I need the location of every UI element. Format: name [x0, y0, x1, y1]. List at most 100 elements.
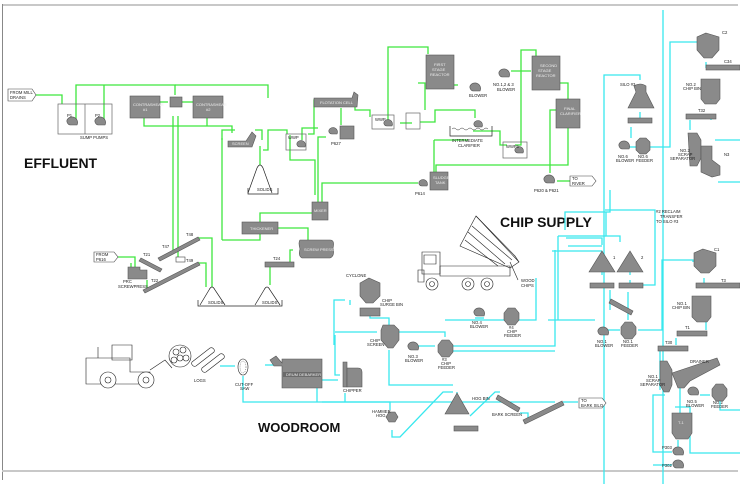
no1-blower: NO.1 BLOWER: [595, 326, 613, 348]
no1-chip-bin: NO.1 CHIP BIN: [672, 295, 712, 323]
sump-pump-p2-icon: [94, 116, 106, 126]
svg-text:REACTOR: REACTOR: [430, 72, 450, 77]
flow-line: [36, 94, 63, 104]
flow-line: [445, 278, 537, 321]
flow-line: [321, 182, 418, 205]
flow-line: [278, 227, 309, 245]
flow-line: [75, 84, 176, 125]
svg-text:WWP1: WWP1: [506, 144, 520, 149]
svg-text:T47: T47: [162, 244, 170, 249]
conveyor-c34: C34: [705, 59, 740, 71]
solids-pile-2: SOLIDS: [197, 286, 283, 307]
svg-text:SILO #3: SILO #3: [620, 82, 636, 87]
flow-line: [605, 212, 621, 242]
svg-text:CHIP: CHIP: [441, 361, 451, 366]
no4-blower: NO.4 BLOWER: [470, 307, 488, 329]
flow-line: [143, 118, 233, 133]
svg-text:REACTOR: REACTOR: [536, 73, 556, 78]
svg-text:BLOWER: BLOWER: [616, 158, 634, 163]
flow-line: [453, 250, 556, 347]
svg-text:NO.2: NO.2: [680, 148, 690, 153]
wwp-pump-tank-2: WWP: [371, 114, 395, 130]
no1-scrap-separator: NO.1 SCRAP SEPARATOR: [640, 360, 673, 393]
svg-text:NO.6: NO.6: [638, 154, 648, 159]
svg-text:DRUM DEBARKER: DRUM DEBARKER: [286, 372, 321, 377]
svg-text:NO.5: NO.5: [687, 399, 697, 404]
svg-text:CONTRASHEAR: CONTRASHEAR: [196, 102, 227, 107]
svg-text:TANK: TANK: [435, 180, 446, 185]
chip-silo-2: 2: [616, 250, 644, 289]
pump-p303: P303: [662, 445, 684, 456]
flow-line: [469, 391, 500, 417]
flow-line: [638, 259, 694, 331]
frame-bottom-border: [2, 470, 738, 472]
dump-truck-illustration: [417, 215, 520, 291]
svg-text:BARK SCREEN: BARK SCREEN: [492, 412, 522, 417]
chip-flow-lines: [220, 10, 740, 484]
svg-text:T24: T24: [273, 256, 281, 261]
svg-text:HOG BIN: HOG BIN: [472, 396, 490, 401]
second-stage-reactor: SECOND STAGE REACTOR: [531, 55, 561, 91]
svg-text:P614: P614: [415, 191, 425, 196]
chip-silo-1: 1: [588, 250, 616, 289]
c2-cyclone: C2: [696, 30, 728, 59]
svg-text:LOGS: LOGS: [194, 378, 206, 383]
svg-text:FEEDER: FEEDER: [711, 404, 728, 409]
sump-pumps-label: SUMP PUMPS: [80, 135, 108, 140]
flow-line: [603, 74, 641, 484]
flotation-cell: FLOTATION CELL: [313, 91, 359, 108]
section-title-effluent: EFFLUENT: [24, 155, 98, 171]
sludge-tank: SLUDGE TANK P614: [415, 171, 450, 196]
hog-bin: HOG BIN: [444, 392, 490, 432]
chipper: CHIPPER: [342, 361, 363, 393]
wwp-pump-tank: WWP: [285, 133, 307, 151]
flow-line: [221, 129, 235, 140]
flow-line: [242, 376, 555, 403]
svg-text:T30: T30: [665, 340, 673, 345]
svg-text:FEEDER: FEEDER: [438, 365, 455, 370]
svg-text:C34: C34: [724, 59, 732, 64]
svg-text:P627: P627: [331, 141, 341, 146]
flow-line: [564, 190, 611, 230]
svg-text:FROM MILL: FROM MILL: [10, 90, 33, 95]
svg-text:THICKENER: THICKENER: [250, 226, 273, 231]
svg-text:WWP: WWP: [375, 117, 386, 122]
svg-text:NO.1,2 & 3: NO.1,2 & 3: [493, 82, 514, 87]
flow-line: [644, 41, 701, 148]
flow-line: [255, 129, 263, 140]
svg-text:N3: N3: [724, 152, 730, 157]
svg-text:SCREEN: SCREEN: [232, 141, 249, 146]
silo-3: SILO #3: [620, 82, 655, 124]
chip-feeder-3: #3 CHIP FEEDER: [437, 339, 455, 370]
hammer-hog: HAMMER HOG: [372, 409, 399, 423]
flow-line: [549, 109, 556, 173]
svg-text:SCRAP: SCRAP: [646, 378, 661, 383]
pump-p302: P302: [662, 459, 684, 469]
svg-text:WOOD: WOOD: [521, 278, 535, 283]
svg-text:P616: P616: [96, 257, 106, 262]
chip-feeder-4: #4 CHIP FEEDER: [503, 307, 521, 338]
from-mill-drains-tag: FROM MILL DRAINS: [7, 88, 37, 102]
svg-text:RIVER: RIVER: [572, 181, 585, 186]
conveyor-t32: T32: [685, 108, 717, 120]
conveyor-t1: T1: [676, 325, 708, 337]
svg-text:SCREWPRESS: SCREWPRESS: [118, 284, 148, 289]
svg-text:P620 & P621: P620 & P621: [534, 188, 559, 193]
svg-text:#3: #3: [442, 357, 447, 362]
distribution-box: [169, 96, 183, 108]
svg-text:FIRST: FIRST: [434, 62, 446, 67]
svg-text:STAGE: STAGE: [538, 68, 552, 73]
splitter-box: [405, 112, 421, 130]
svg-text:FEEDER: FEEDER: [621, 343, 638, 348]
svg-text:#1: #1: [143, 107, 148, 112]
wwp1-pump-tank: WWP1: [502, 141, 528, 159]
no3-blower: NO.3 BLOWER: [405, 341, 423, 363]
flow-line: [334, 335, 340, 376]
svg-text:STAGE: STAGE: [432, 67, 446, 72]
svg-text:SOLIDS: SOLIDS: [257, 187, 273, 192]
flow-line: [391, 391, 453, 438]
svg-text:NO.1: NO.1: [648, 374, 658, 379]
svg-text:SOLIDS: SOLIDS: [262, 300, 278, 305]
svg-text:BLOWER: BLOWER: [470, 324, 488, 329]
svg-text:CHIP: CHIP: [370, 338, 380, 343]
